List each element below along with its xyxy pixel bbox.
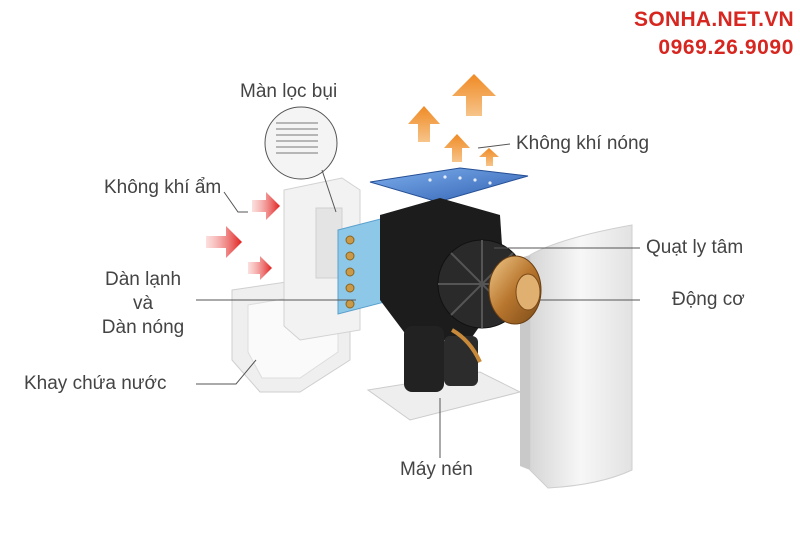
label-hot-air: Không khí nóng: [516, 133, 650, 154]
label-coil-line2: và: [132, 293, 154, 314]
label-dust-filter: Màn lọc bụi: [240, 81, 338, 102]
coil-assembly: [337, 215, 393, 315]
side-panel: [520, 224, 633, 489]
label-water-tray: Khay chứa nước: [24, 373, 167, 394]
leader-water-tray: [196, 359, 257, 385]
hot-air-arrows: [408, 74, 499, 166]
brand-phone: 0969.26.9090: [658, 36, 794, 59]
leader-humid-air: [223, 191, 248, 213]
dust-filter-inset: [264, 106, 338, 213]
humid-air-arrows: [206, 192, 280, 280]
leader-hot-air: [477, 143, 511, 149]
label-motor: Động cơ: [672, 289, 745, 310]
brand-website: SONHA.NET.VN: [634, 8, 794, 31]
label-fan: Quạt ly tâm: [646, 237, 744, 258]
motor: [488, 255, 542, 325]
leader-lines: [196, 143, 640, 458]
compressor: [366, 326, 522, 421]
label-coil-line3: Dàn nóng: [101, 317, 185, 338]
label-coil-line1: Dàn lạnh: [104, 269, 182, 290]
label-compressor: Máy nén: [400, 459, 473, 480]
label-humid-air: Không khí ẩm: [104, 177, 222, 198]
top-control-panel: [369, 167, 529, 203]
